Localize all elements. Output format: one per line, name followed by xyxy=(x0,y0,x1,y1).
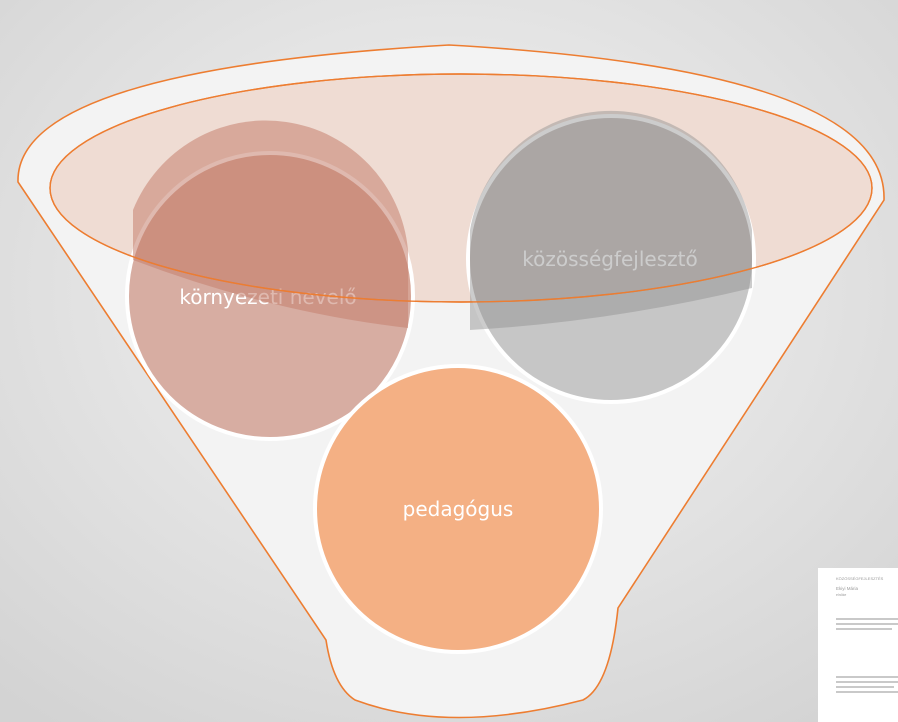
document-header: KÖZÖSSÉGFEJLESZTÉS xyxy=(836,576,884,581)
label-pedagogus: pedagógus xyxy=(403,497,514,521)
circle-pedagogus-shape xyxy=(313,364,603,654)
circle-kozossegfejleszto-shape xyxy=(466,114,756,404)
document-line xyxy=(836,676,898,678)
funnel-rim-outline xyxy=(49,73,873,303)
document-author: Ekiyi Mária xyxy=(836,586,859,591)
document-line xyxy=(836,681,898,683)
document-line xyxy=(836,628,892,630)
document-line xyxy=(836,618,898,620)
rim-overlay-right xyxy=(470,110,752,330)
document-line xyxy=(836,686,894,688)
document-page xyxy=(818,568,898,722)
document-role: elnöke xyxy=(836,593,846,597)
circle-kozossegfejleszto: közösségfejlesztő xyxy=(466,114,756,404)
circle-pedagogus: pedagógus xyxy=(313,364,603,654)
document-thumbnail: KÖZÖSSÉGFEJLESZTÉS Ekiyi Mária elnöke xyxy=(818,568,898,722)
document-line xyxy=(836,691,898,693)
document-line xyxy=(836,623,898,625)
label-kozossegfejleszto: közösségfejlesztő xyxy=(522,247,697,271)
